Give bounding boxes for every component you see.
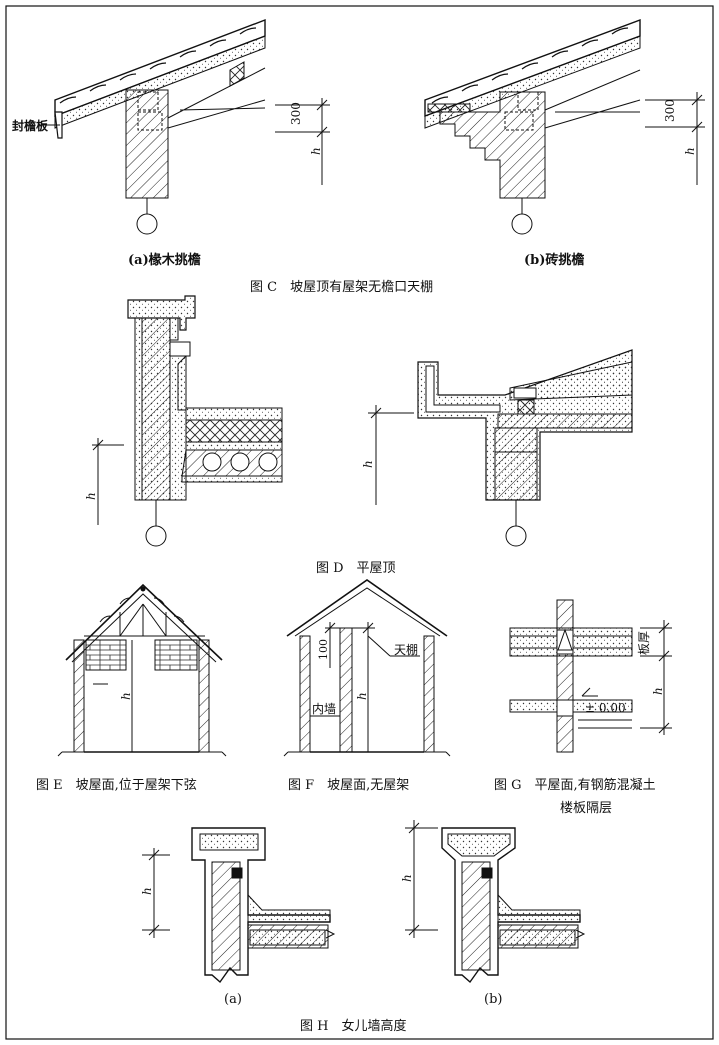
caption-c-a: (a)椽木挑檐 xyxy=(128,253,201,268)
caption-fig-g-line2: 楼板隔层 xyxy=(560,801,613,816)
label-h-d-right: h xyxy=(361,460,375,468)
dim-h-a xyxy=(142,848,170,938)
label-tianpeng: 天棚 xyxy=(394,642,418,657)
label-banhou: 板厚 xyxy=(637,631,651,655)
detail-e xyxy=(57,583,227,757)
detail-h-b xyxy=(441,827,586,984)
caption-fig-e: 图 E 坡屋面,位于屋架下弦 xyxy=(36,778,197,793)
dim-h-b xyxy=(405,820,438,938)
label-300-a: 300 xyxy=(289,102,303,125)
detail-g xyxy=(509,599,672,753)
label-fengyanban: 封檐板 xyxy=(12,118,49,133)
caption-fig-g-line1: 图 G 平屋面,有钢筋混凝土 xyxy=(494,778,656,793)
dim-c-a xyxy=(275,98,330,185)
caption-c-b: (b)砖挑檐 xyxy=(524,253,585,268)
caption-fig-f: 图 F 坡屋面,无屋架 xyxy=(288,778,410,793)
detail-f xyxy=(283,579,451,757)
detail-c-a xyxy=(40,18,266,235)
label-h-c-b: h xyxy=(683,147,697,155)
detail-d-right xyxy=(417,349,633,547)
caption-fig-h: 图 H 女儿墙高度 xyxy=(300,1019,407,1034)
label-300-b: 300 xyxy=(663,99,677,122)
label-h-h-b: h xyxy=(400,874,414,882)
label-h-g: h xyxy=(651,687,665,695)
label-neiqiang: 内墙 xyxy=(312,702,336,716)
label-h-e: h xyxy=(119,692,133,700)
dim-c-b xyxy=(645,92,705,185)
caption-fig-d: 图 D 平屋顶 xyxy=(316,561,396,576)
label-elevation: ± 0.00 xyxy=(585,701,626,715)
label-h-d-left: h xyxy=(84,492,98,500)
caption-h-b: (b) xyxy=(484,992,503,1007)
caption-h-a: (a) xyxy=(224,992,242,1007)
label-h-f: h xyxy=(355,692,369,700)
dim-d-left xyxy=(92,438,124,525)
label-100: 100 xyxy=(317,639,330,660)
dim-d-right xyxy=(368,405,414,505)
label-h-h-a: h xyxy=(140,887,154,895)
detail-h-a xyxy=(191,827,336,984)
caption-fig-c: 图 C 坡屋顶有屋架无檐口天棚 xyxy=(250,280,434,295)
page-border xyxy=(5,5,714,1040)
detail-d-left xyxy=(127,295,283,547)
label-h-c-a: h xyxy=(309,147,323,155)
detail-c-b xyxy=(424,18,641,235)
